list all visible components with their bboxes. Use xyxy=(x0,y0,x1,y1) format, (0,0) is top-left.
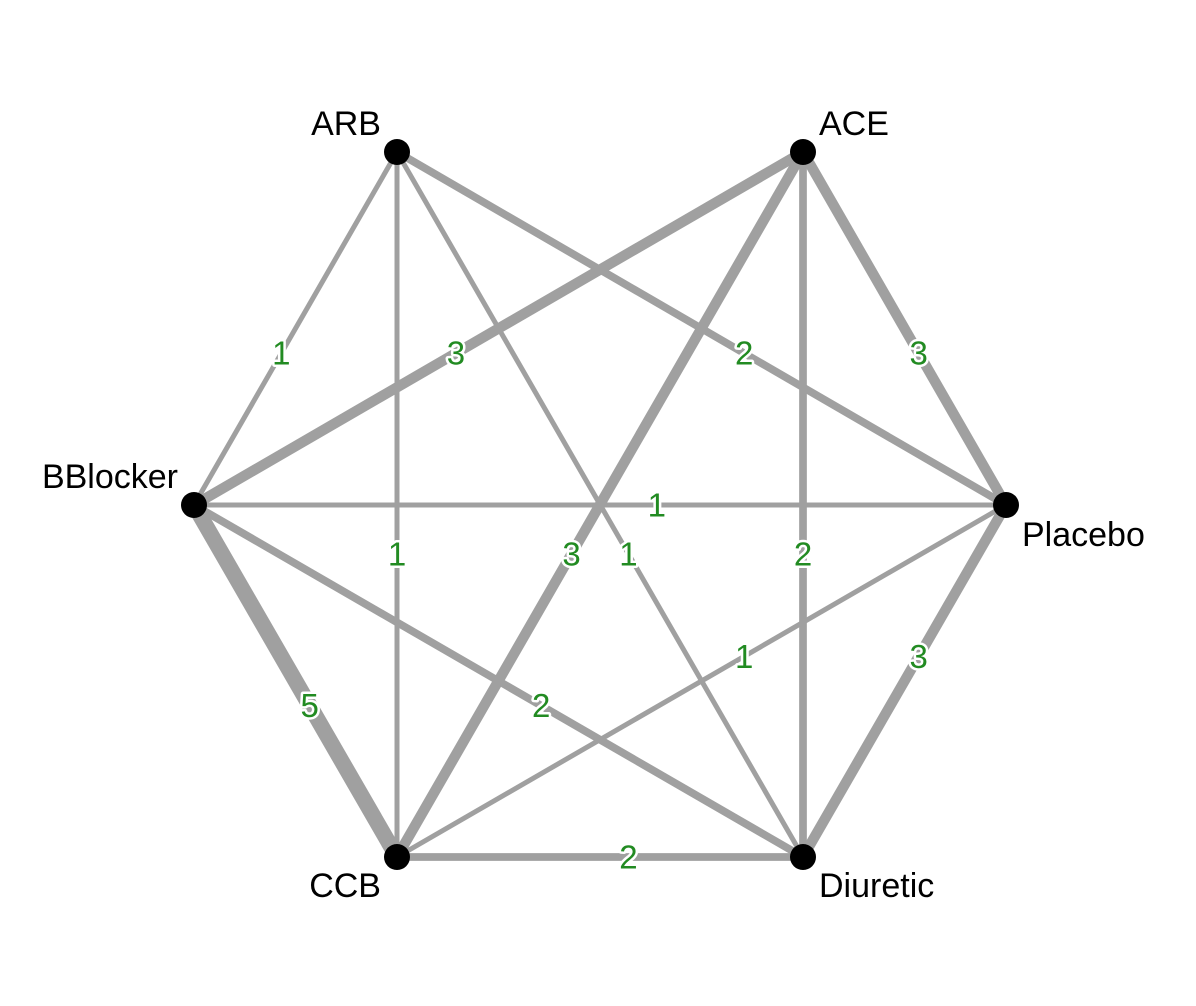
node-label-diuretic: Diuretic xyxy=(819,867,934,905)
edge-label-bblocker-ccb: 5 xyxy=(301,687,319,724)
edge-bblocker-diuretic xyxy=(192,501,805,861)
edges-layer xyxy=(187,147,1011,861)
edge-ccb-placebo xyxy=(395,502,1008,860)
edge-label-ace-ccb: 3 xyxy=(562,535,580,572)
node-ccb xyxy=(384,844,410,870)
edge-label-ccb-placebo: 1 xyxy=(735,638,753,675)
node-label-placebo: Placebo xyxy=(1022,516,1145,554)
edge-label-ccb-diuretic: 2 xyxy=(619,839,637,876)
nodes-layer xyxy=(181,139,1019,870)
edge-arb-bblocker xyxy=(191,150,400,507)
node-bblocker xyxy=(181,492,207,518)
node-placebo xyxy=(993,492,1019,518)
edge-label-arb-diuretic: 1 xyxy=(619,535,637,572)
edge-label-ace-placebo: 3 xyxy=(910,335,928,372)
edge-label-ace-bblocker: 3 xyxy=(447,335,465,372)
edge-label-ace-diuretic: 2 xyxy=(794,535,812,572)
edge-ace-placebo xyxy=(798,149,1011,508)
node-arb xyxy=(384,139,410,165)
node-label-arb: ARB xyxy=(311,105,381,143)
node-ace xyxy=(790,139,816,165)
node-label-ace: ACE xyxy=(819,105,889,143)
node-diuretic xyxy=(790,844,816,870)
edge-ace-bblocker xyxy=(191,147,806,510)
edge-label-bblocker-placebo: 1 xyxy=(648,487,666,524)
edge-label-bblocker-diuretic: 2 xyxy=(532,687,550,724)
edge-label-arb-placebo: 2 xyxy=(735,335,753,372)
edge-bblocker-ccb xyxy=(187,501,404,861)
edge-label-diuretic-placebo: 3 xyxy=(910,638,928,675)
node-label-ccb: CCB xyxy=(309,867,381,905)
edge-diuretic-placebo xyxy=(798,502,1011,860)
edge-label-arb-ccb: 1 xyxy=(388,535,406,572)
node-label-bblocker: BBlocker xyxy=(42,458,178,496)
edge-label-arb-bblocker: 1 xyxy=(272,335,290,372)
